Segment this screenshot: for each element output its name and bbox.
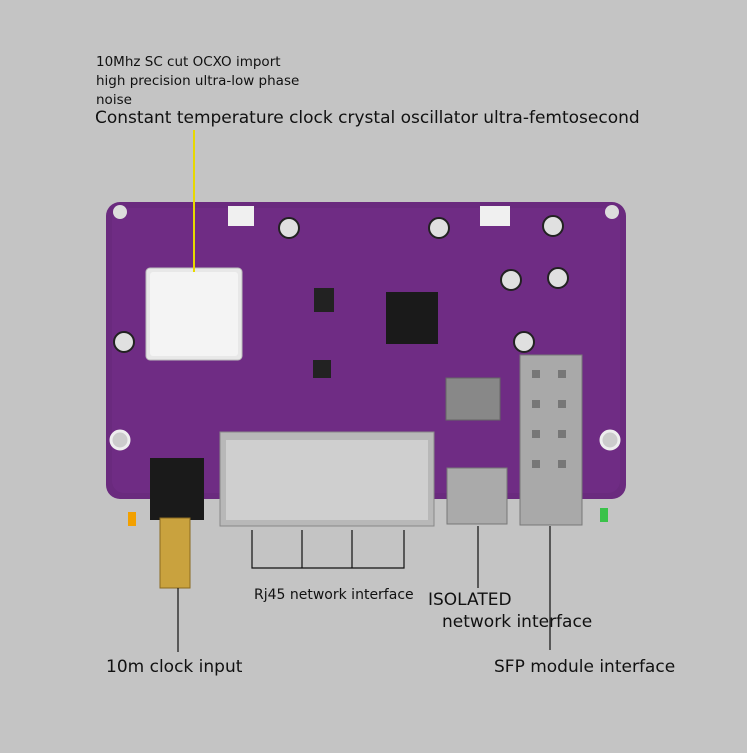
isolated-rj45 <box>446 467 508 525</box>
ocxo-caption-line4: Constant temperature clock crystal oscil… <box>95 108 640 128</box>
rj45-label: Rj45 network interface <box>254 587 414 603</box>
isolated-label-line2: network interface <box>442 612 593 632</box>
clock-input-label: 10m clock input <box>106 657 243 677</box>
sfp-cage <box>519 354 583 526</box>
sfp-label: SFP module interface <box>494 657 676 677</box>
ocxo-caption-line2: high precision ultra-low phase <box>96 73 300 89</box>
ocxo-caption-line3: noise <box>96 92 132 108</box>
bnc-connector <box>159 517 191 589</box>
ocxo-caption-line1: 10Mhz SC cut OCXO import <box>96 54 281 70</box>
isolated-label-line1: ISOLATED <box>428 590 512 610</box>
